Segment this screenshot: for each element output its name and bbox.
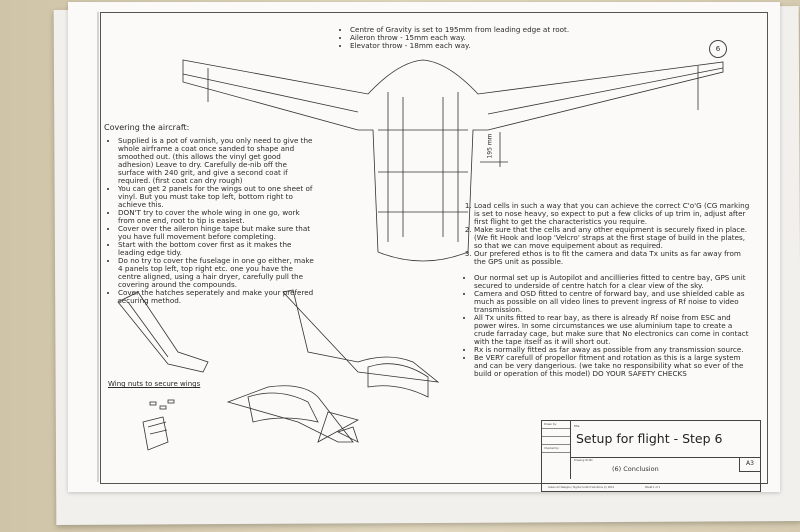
covering-item: Supplied is a pot of varnish, you only n… [118,137,314,185]
wing-nuts-caption: Wing nuts to secure wings [108,380,201,388]
drawing-title: Setup for flight - Step 6 [576,431,723,446]
covering-heading: Covering the aircraft: [104,123,190,132]
wing-nuts-parts [142,399,175,451]
setup-step: Our prefered ethos is to fit the camera … [474,250,750,266]
covering-section: Covering the aircraft: Supplied is a pot… [104,124,314,305]
drawing-frame [100,12,768,484]
elevator-note: Elevator throw - 18mm each way. [350,42,569,50]
exploded-view-left [117,291,209,373]
covering-item: You can get 2 panels for the wings out t… [118,185,314,209]
title-block: Drawn by: Checked by: Title Setup for fl… [541,420,766,492]
drawing-id-label: Drawing ID NO [574,459,593,462]
setup-step: Make sure that the cells and any other e… [474,226,750,250]
setup-note: Rx is normally fitted as far away as pos… [474,346,750,354]
plan-sheet: Centre of Gravity is set to 195mm from l… [68,2,780,492]
covering-item: DON'T try to cover the whole wing in one… [118,209,314,225]
setup-step: Load cells in such a way that you can ac… [474,202,750,226]
dimension-label: 195 mm [486,133,494,159]
drawn-by-label: Drawn by: [542,421,570,429]
aircraft-drawings [97,12,724,482]
setup-section: Load cells in such a way that you can ac… [460,202,750,378]
checked-by-label: Checked by: [542,445,570,453]
setup-note: Camera and OSD fitted to centre of forwa… [474,290,750,314]
cg-note: Centre of Gravity is set to 195mm from l… [350,26,569,34]
sheet-size: A3 [739,457,760,472]
company-credit: Green Air Designs / Sigma Control Soluti… [548,486,615,489]
title-label: Title [574,425,580,428]
setup-note: All Tx units fitted to rear bay, as ther… [474,314,750,346]
title-block-footer: Green Air Designs / Sigma Control Soluti… [542,483,766,491]
covering-item: Cover over the aileron hinge tape but ma… [118,225,314,241]
drawing-subtitle: (6) Conclusion [612,465,659,473]
covering-item: Cover the hatches seperately and make yo… [118,289,314,305]
setup-note: Our normal set up is Autopilot and ancil… [474,274,750,290]
title-block-left: Drawn by: Checked by: [542,421,571,479]
aileron-note: Aileron throw - 15mm each way. [350,34,569,42]
covering-item: Start with the bottom cover first as it … [118,241,314,257]
page-number: 6 [709,40,727,58]
setup-note: Be VERY carefull of propellor fitment an… [474,354,750,378]
top-view-aircraft [182,59,724,262]
sheet-count: Sheet 1 of 1 [644,486,661,489]
covering-item: Do no try to cover the fuselage in one g… [118,257,314,289]
header-notes: Centre of Gravity is set to 195mm from l… [336,26,569,50]
isometric-aircraft [226,289,440,443]
